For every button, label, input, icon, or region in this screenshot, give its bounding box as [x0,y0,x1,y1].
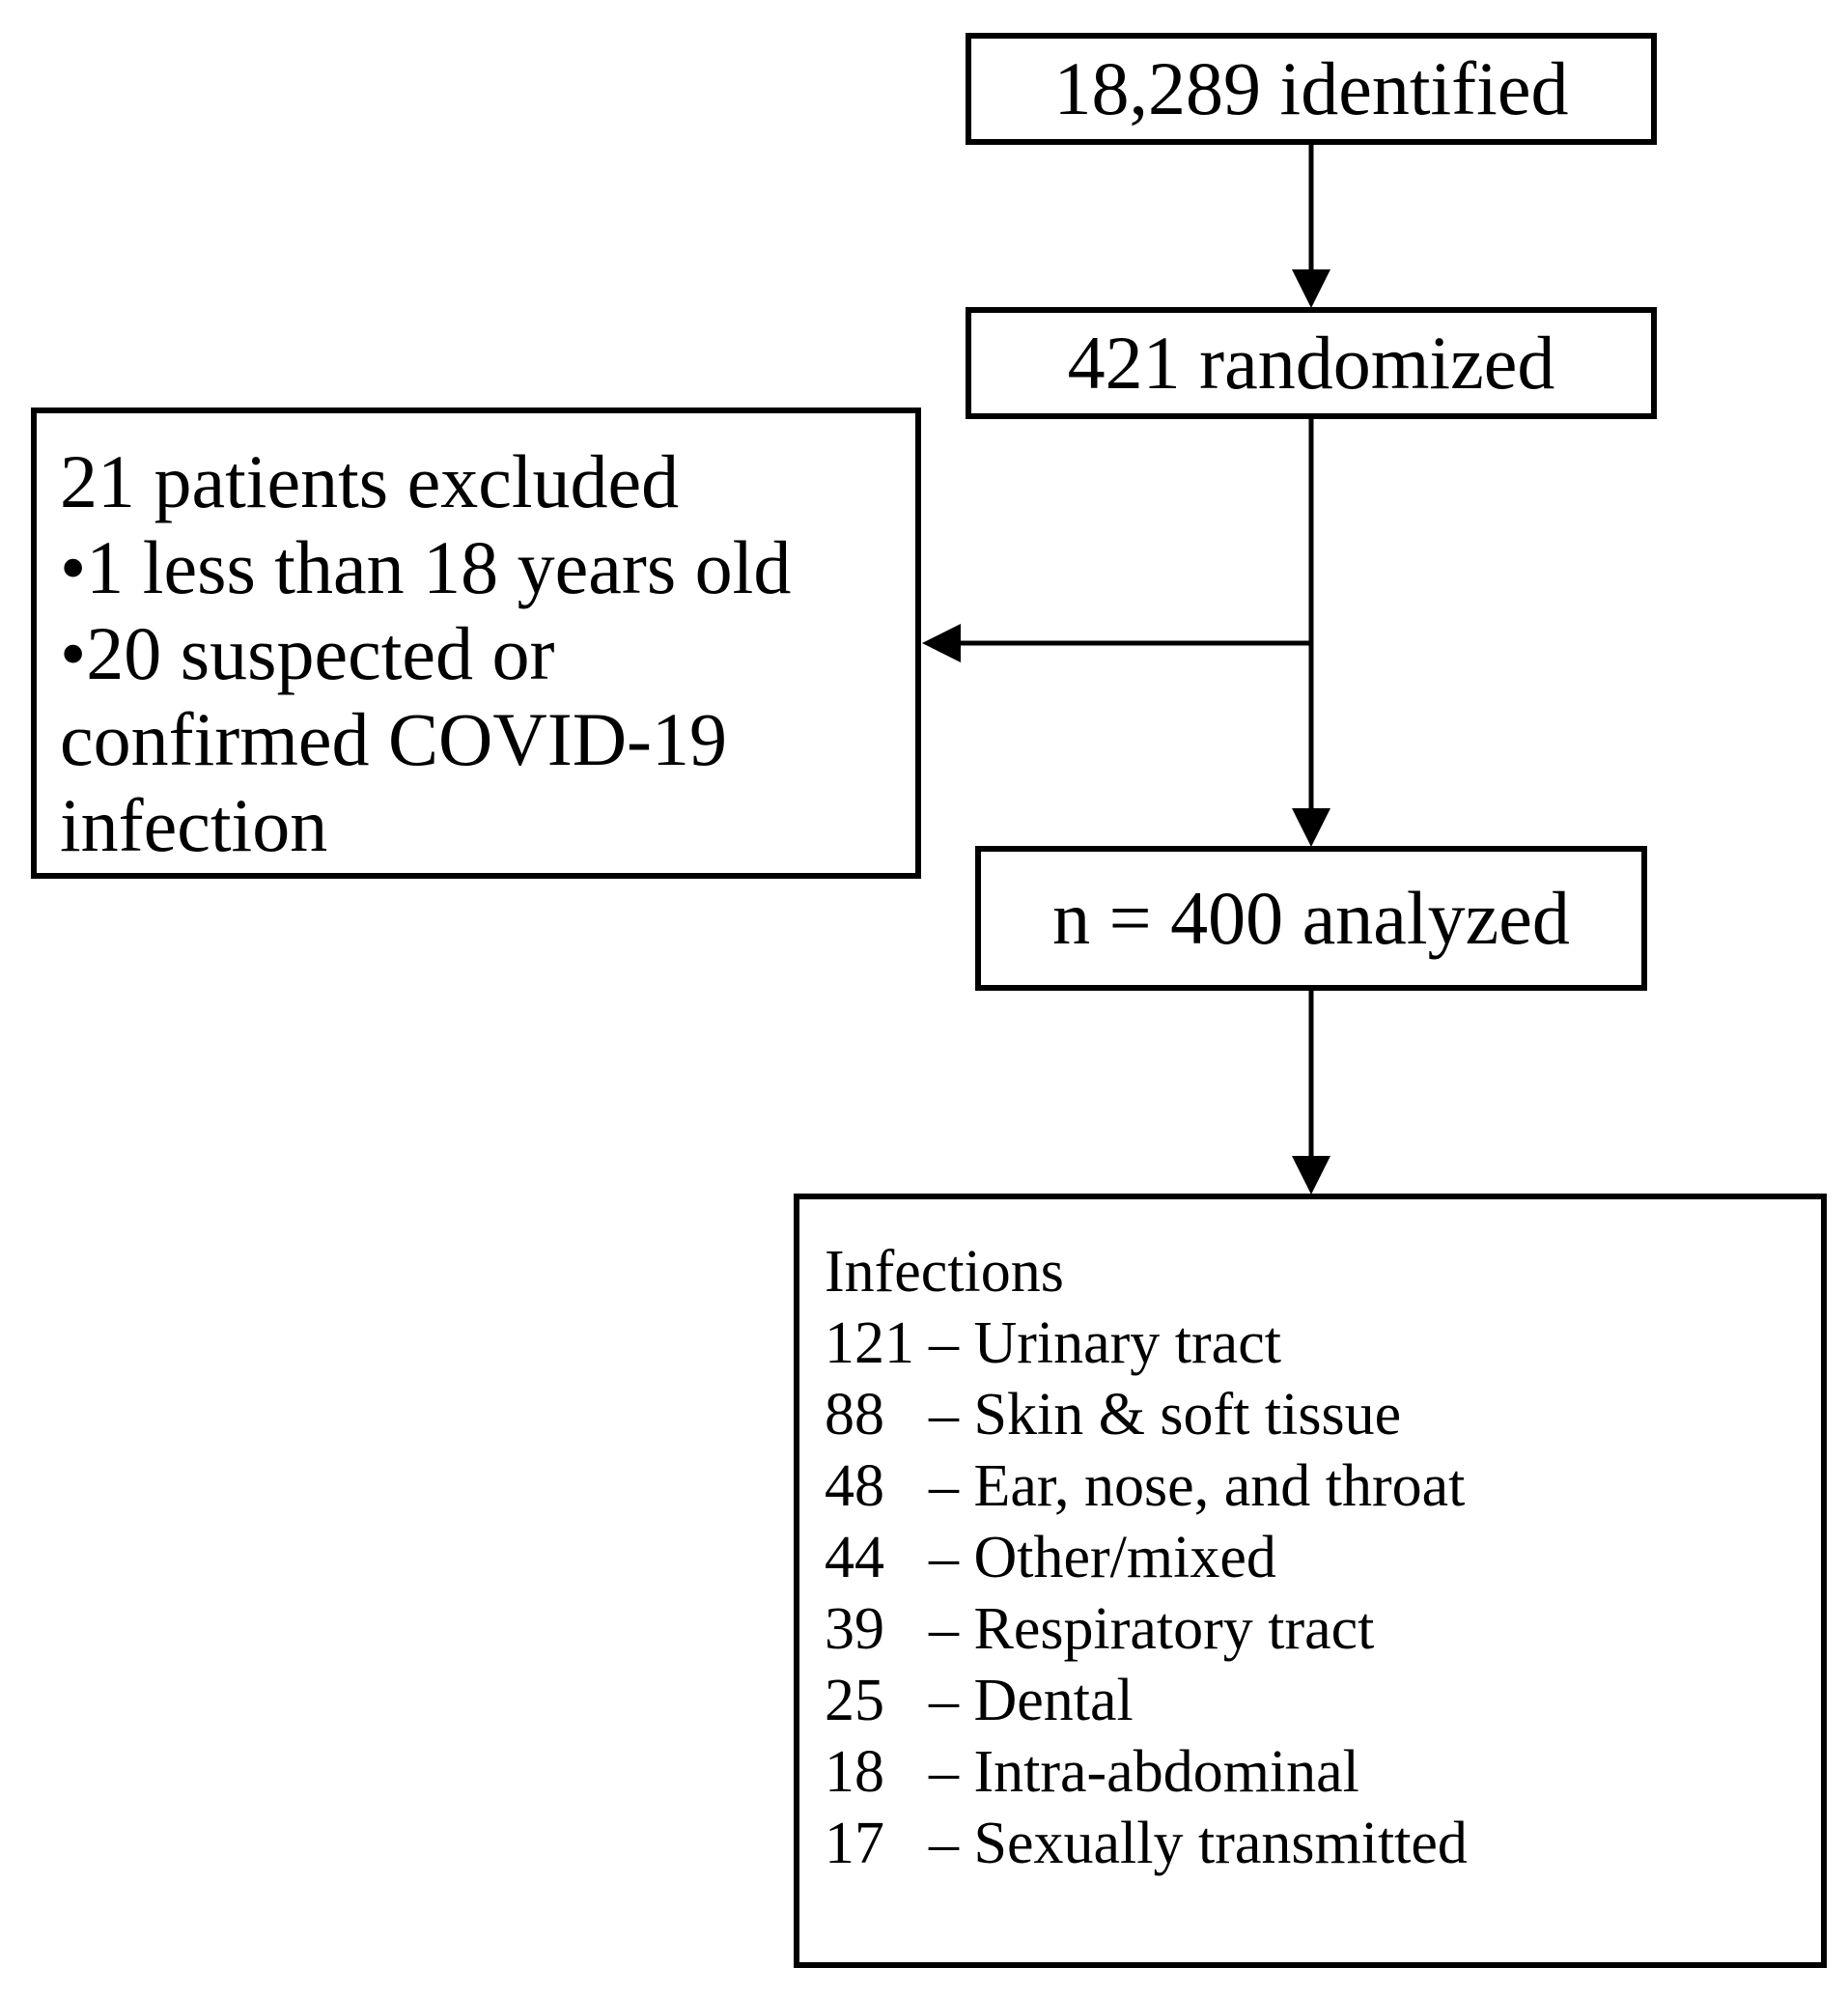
excluded-line: confirmed COVID-19 [60,697,727,781]
infection-row: 17 – Sexually transmitted [825,1808,1802,1879]
analyzed-box: n = 400 analyzed [975,846,1647,991]
infection-count: 48 [825,1453,884,1519]
infections-title: Infections [825,1239,1064,1305]
infection-count: 44 [825,1525,884,1590]
infection-label: – Respiratory tract [929,1596,1375,1662]
infections-box: Infections 121 – Urinary tract 88 – Skin… [794,1194,1827,1968]
infection-row: 48 – Ear, nose, and throat [825,1450,1802,1522]
infection-label: – Sexually transmitted [929,1811,1468,1876]
randomized-box: 421 randomized [966,307,1657,419]
excluded-line: •1 less than 18 years old [60,525,792,609]
infection-row: 18 – Intra-abdominal [825,1736,1802,1808]
infection-count: 39 [825,1596,884,1662]
infection-count: 121 [825,1310,914,1376]
infection-row: 39 – Respiratory tract [825,1593,1802,1665]
excluded-line: •20 suspected or [60,611,555,695]
identified-text: 18,289 identified [1053,46,1569,130]
infection-row: 121 – Urinary tract [825,1307,1802,1379]
infection-label: – Intra-abdominal [929,1739,1359,1805]
infection-count: 18 [825,1739,884,1805]
infection-row: 44 – Other/mixed [825,1522,1802,1593]
infection-row: 88 – Skin & soft tissue [825,1379,1802,1450]
infection-count: 25 [825,1668,884,1733]
infection-label: – Ear, nose, and throat [929,1453,1466,1519]
infection-label: – Skin & soft tissue [929,1382,1402,1448]
analyzed-text: n = 400 analyzed [1052,876,1570,960]
excluded-line: infection [60,783,328,867]
infection-count: 88 [825,1382,884,1448]
infection-label: – Other/mixed [929,1525,1276,1590]
excluded-box: 21 patients excluded •1 less than 18 yea… [31,408,921,879]
infection-row: 25 – Dental [825,1665,1802,1736]
identified-box: 18,289 identified [966,33,1657,145]
excluded-line: 21 patients excluded [60,439,680,523]
infection-label: – Urinary tract [929,1310,1281,1376]
randomized-text: 421 randomized [1067,321,1555,405]
infection-label: – Dental [929,1668,1134,1733]
infection-count: 17 [825,1811,884,1876]
